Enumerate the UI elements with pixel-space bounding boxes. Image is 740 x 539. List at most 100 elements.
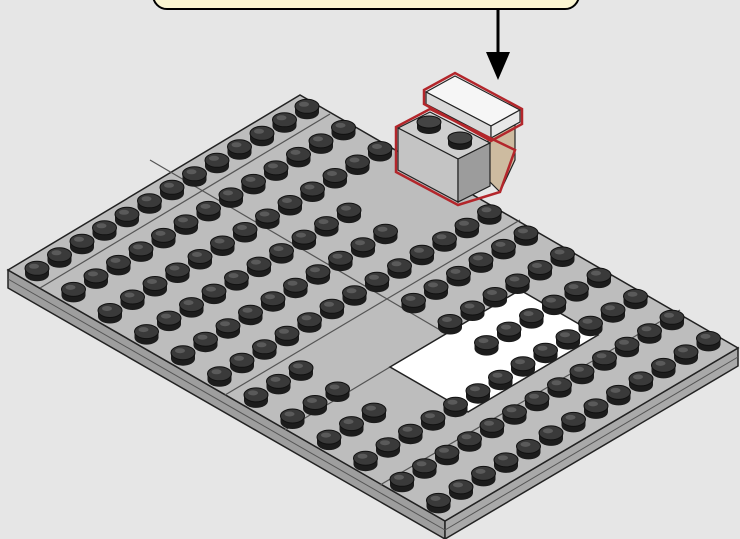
baseplate-stud <box>230 353 254 373</box>
baseplate-stud <box>98 304 122 324</box>
baseplate-stud <box>194 332 218 352</box>
baseplate-stud <box>435 445 459 465</box>
baseplate-stud <box>514 226 538 246</box>
baseplate-stud <box>298 313 322 333</box>
baseplate-stud <box>278 196 302 216</box>
down-arrow-icon <box>486 8 510 80</box>
baseplate-stud <box>174 215 198 235</box>
baseplate-stud <box>674 345 698 365</box>
baseplate-stud <box>273 113 297 133</box>
baseplate-stud <box>115 207 139 227</box>
baseplate-stud <box>346 155 370 175</box>
baseplate-stud <box>107 255 131 275</box>
baseplate-stud <box>638 324 662 344</box>
baseplate-stud <box>295 99 319 119</box>
baseplate-stud <box>354 451 378 471</box>
baseplate-stud <box>615 337 639 357</box>
baseplate-stud <box>301 182 325 202</box>
baseplate-stud <box>539 426 563 446</box>
baseplate-stud <box>219 188 243 208</box>
baseplate-stud <box>84 269 108 289</box>
baseplate-stud <box>587 268 611 288</box>
baseplate-stud <box>480 418 504 438</box>
baseplate-stud <box>593 351 617 371</box>
baseplate-stud <box>351 238 375 258</box>
baseplate-stud <box>233 223 257 243</box>
baseplate-stud <box>225 271 249 291</box>
baseplate-stud <box>160 180 184 200</box>
baseplate-stud <box>211 236 235 256</box>
baseplate-stud <box>601 303 625 323</box>
baseplate-stud <box>483 288 507 308</box>
baseplate-stud <box>410 245 434 265</box>
baseplate-stud <box>368 142 392 162</box>
baseplate-stud <box>197 201 221 221</box>
baseplate-stud <box>461 301 485 321</box>
baseplate-stud <box>183 167 207 187</box>
baseplate-stud <box>447 266 471 286</box>
baseplate-stud <box>239 305 263 325</box>
baseplate-stud <box>551 247 575 267</box>
baseplate-stud <box>579 316 603 336</box>
baseplate-stud <box>216 319 240 339</box>
baseplate-stud <box>303 396 327 416</box>
baseplate-stud <box>489 370 513 390</box>
baseplate-stud <box>475 336 499 356</box>
baseplate-stud <box>275 326 299 346</box>
baseplate-stud <box>326 382 350 402</box>
baseplate-stud <box>315 217 339 237</box>
baseplate-stud <box>171 346 195 366</box>
baseplate-stud <box>542 295 566 315</box>
baseplate-stud <box>138 194 162 214</box>
baseplate-stud <box>449 480 473 500</box>
baseplate-stud <box>323 169 347 189</box>
baseplate-stud <box>506 274 530 294</box>
baseplate-stud <box>157 311 181 331</box>
baseplate-stud <box>70 234 94 254</box>
baseplate-stud <box>438 315 462 335</box>
baseplate-stud <box>281 409 305 429</box>
baseplate-stud <box>289 361 313 381</box>
baseplate-stud <box>399 424 423 444</box>
baseplate-stud <box>427 493 451 513</box>
baseplate-stud <box>208 367 232 387</box>
baseplate-stud <box>365 272 389 292</box>
baseplate-stud <box>472 466 496 486</box>
baseplate-stud <box>469 253 493 273</box>
baseplate-stud <box>306 265 330 285</box>
baseplate-stud <box>455 218 479 238</box>
baseplate-stud <box>362 403 386 423</box>
baseplate-stud <box>242 174 266 194</box>
baseplate-stud <box>697 331 721 351</box>
baseplate-stud <box>261 292 285 312</box>
baseplate-stud <box>332 120 356 140</box>
baseplate-stud <box>548 378 572 398</box>
baseplate-stud <box>250 126 274 146</box>
baseplate-stud <box>517 439 541 459</box>
baseplate-stud <box>376 438 400 458</box>
baseplate-stud <box>402 293 426 313</box>
baseplate-stud <box>264 161 288 181</box>
baseplate-stud <box>503 405 527 425</box>
baseplate-stud <box>494 453 518 473</box>
baseplate-stud <box>478 205 502 225</box>
baseplate-stud <box>497 322 521 342</box>
baseplate-stud <box>520 309 544 329</box>
baseplate-stud <box>624 289 648 309</box>
baseplate-stud <box>48 248 72 268</box>
baseplate-stud <box>525 391 549 411</box>
baseplate-stud <box>309 134 333 154</box>
baseplate-stud <box>388 259 412 279</box>
baseplate-stud <box>256 209 280 229</box>
baseplate-stud <box>25 261 49 281</box>
baseplate-stud <box>284 278 308 298</box>
baseplate-stud <box>556 330 580 350</box>
baseplate-stud <box>253 340 277 360</box>
baseplate-stud <box>562 412 586 432</box>
baseplate-stud <box>584 399 608 419</box>
baseplate-stud <box>652 358 676 378</box>
baseplate-stud <box>152 228 176 248</box>
baseplate-stud <box>390 472 414 492</box>
